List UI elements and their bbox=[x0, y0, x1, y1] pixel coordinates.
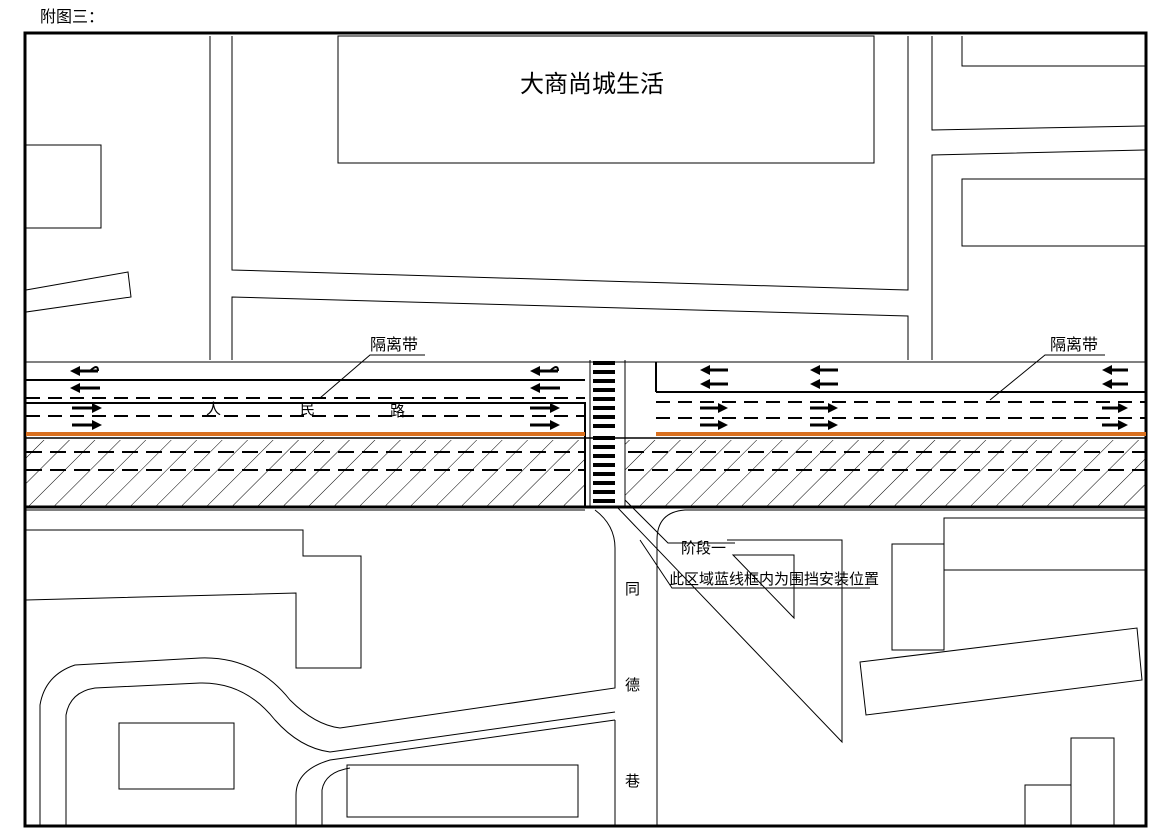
upper-blocks bbox=[25, 35, 1146, 360]
lower-blocks bbox=[25, 509, 1146, 827]
lane-arrows bbox=[70, 365, 1128, 430]
figure-caption: 附图三： bbox=[40, 7, 105, 26]
arrow-uturn-icon bbox=[70, 366, 559, 376]
stage-one-marker bbox=[616, 499, 870, 744]
arrow-right-icon bbox=[72, 403, 1128, 430]
road-name-char-3: 路 bbox=[390, 402, 405, 420]
installation-note: 此区域蓝线框内为围挡安装位置 bbox=[669, 570, 879, 588]
lane-name-char-2: 德 bbox=[625, 676, 640, 694]
stage-label: 阶段一 bbox=[681, 539, 726, 557]
sidewalk-left bbox=[26, 440, 585, 506]
mall-building bbox=[337, 35, 875, 164]
map-frame bbox=[23, 31, 1148, 828]
median-label-left: 隔离带 bbox=[370, 335, 418, 354]
sidewalk-right bbox=[625, 440, 1146, 506]
crosswalk bbox=[593, 361, 615, 503]
lane-name-char-3: 巷 bbox=[625, 772, 640, 790]
road-name-char-1: 人 bbox=[206, 400, 221, 418]
road-name-char-2: 民 bbox=[300, 400, 315, 418]
arrow-left-icon bbox=[70, 365, 1128, 393]
lane-name-char-1: 同 bbox=[625, 580, 640, 598]
median-label-right: 隔离带 bbox=[1050, 335, 1098, 354]
leader-lines bbox=[319, 354, 1105, 401]
mall-label: 大商尚城生活 bbox=[520, 70, 664, 98]
road bbox=[26, 361, 1146, 511]
